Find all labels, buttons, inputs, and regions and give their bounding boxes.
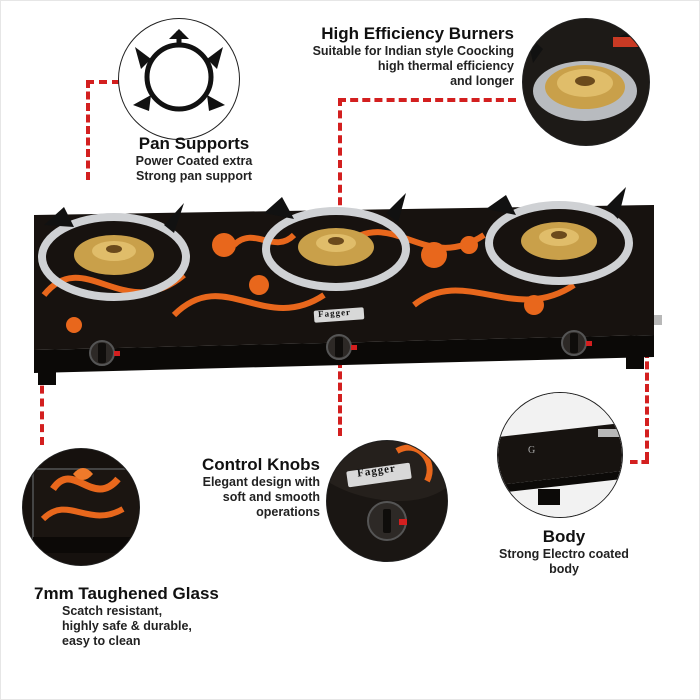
burner-left (38, 203, 190, 301)
pan-supports-line-1: Power Coated extra (135, 154, 253, 168)
callout-line-burners (338, 98, 342, 230)
body-line-1: Strong Electro coated (499, 547, 629, 561)
knobs-line-3: operations (256, 505, 320, 519)
body-line-2: body (549, 562, 579, 576)
burner-icon (523, 19, 649, 145)
pan-supports-line-2: Strong pan support (136, 169, 252, 183)
callout-line-glass (40, 360, 44, 445)
glass-title: 7mm Taughened Glass (34, 584, 219, 603)
burners-callout: High Efficiency Burners Suitable for Ind… (270, 24, 514, 89)
burners-line-2: high thermal efficiency (377, 59, 514, 73)
gas-stove-image (34, 187, 662, 385)
burners-title: High Efficiency Burners (321, 24, 514, 43)
knob-icon (327, 441, 447, 561)
glass-line-1: Scatch resistant, (62, 604, 163, 618)
callout-line-burners-h (338, 98, 516, 102)
burners-line-1: Suitable for Indian style Coocking (312, 44, 514, 58)
glass-callout: 7mm Taughened Glass Scatch resistant, hi… (34, 584, 274, 649)
burners-line-3: and longer (450, 74, 514, 88)
knobs (89, 330, 592, 366)
body-detail-circle: G (497, 392, 623, 518)
knobs-line-1: Elegant design with (202, 475, 320, 489)
glass-corner-icon (23, 449, 139, 565)
callout-line-body (645, 350, 649, 460)
body-callout: Body Strong Electro coated body (474, 527, 654, 577)
glass-detail-circle (22, 448, 140, 566)
knob-detail-circle: Fagger (326, 440, 448, 562)
glass-line-2: highly safe & durable, (62, 619, 192, 633)
svg-text:G: G (528, 445, 535, 456)
burner-middle (262, 193, 410, 291)
burner-right (485, 187, 633, 285)
body-title: Body (542, 527, 586, 546)
callout-line-pan-supports-h (86, 80, 120, 84)
burner-detail-circle (522, 18, 650, 146)
callout-line-knobs (338, 360, 342, 436)
callout-line-pan-supports (86, 80, 90, 180)
pan-support-icon (133, 29, 225, 112)
body-corner-icon: G (498, 393, 622, 517)
pan-supports-title: Pan Supports (138, 134, 250, 153)
pan-support-detail-circle (118, 18, 240, 140)
knobs-title: Control Knobs (201, 455, 320, 474)
callout-line-body-h (630, 460, 649, 464)
pan-supports-callout: Pan Supports Power Coated extra Strong p… (96, 134, 292, 184)
knobs-callout: Control Knobs Elegant design with soft a… (150, 455, 320, 520)
glass-line-3: easy to clean (62, 634, 141, 648)
knobs-line-2: soft and smooth (222, 490, 320, 504)
